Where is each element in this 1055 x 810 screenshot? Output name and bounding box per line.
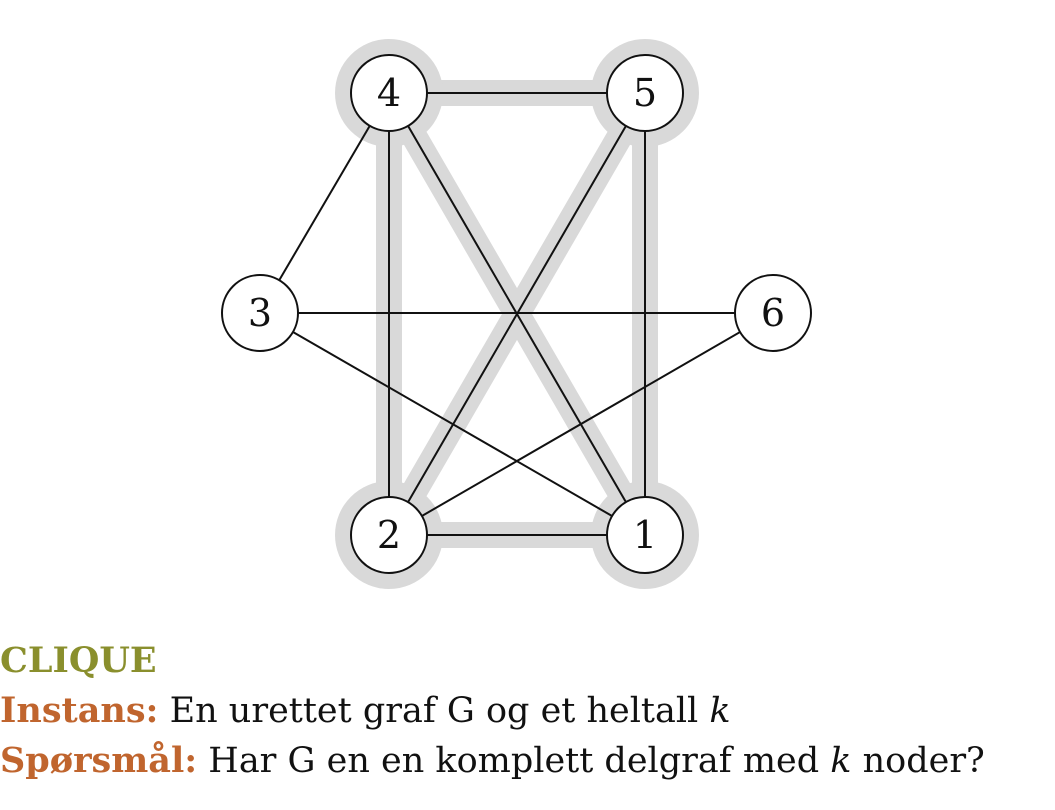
graph-diagram: 4 5 3 6 2 1 — [221, 39, 812, 589]
node-label-1: 1 — [633, 513, 657, 557]
sporsmal-line: Spørsmål: Har G en en komplett delgraf m… — [0, 736, 1055, 786]
node-2: 2 — [350, 496, 428, 574]
node-label-4: 4 — [377, 71, 401, 115]
problem-description: CLIQUE Instans: En urettet graf G og et … — [0, 636, 1055, 786]
sporsmal-label: Spørsmål: — [0, 740, 198, 781]
node-3: 3 — [221, 274, 299, 352]
nodes: 4 5 3 6 2 1 — [221, 54, 812, 574]
node-circle-1 — [606, 496, 684, 574]
sporsmal-text-start: Har G en en komplett delgraf med — [197, 741, 831, 781]
node-circle-5 — [606, 54, 684, 132]
instans-text: En urettet graf G og et heltall — [158, 691, 710, 731]
node-1: 1 — [606, 496, 684, 574]
instans-label: Instans: — [0, 690, 159, 731]
node-5: 5 — [606, 54, 684, 132]
node-circle-2 — [350, 496, 428, 574]
edge-4-3 — [259, 92, 390, 314]
sporsmal-variable: k — [830, 741, 852, 781]
node-circle-4 — [350, 54, 428, 132]
instans-variable: k — [709, 691, 731, 731]
edges — [259, 92, 774, 536]
sporsmal-text-end: noder? — [851, 741, 985, 781]
edge-2-6 — [388, 312, 774, 536]
node-6: 6 — [734, 274, 812, 352]
node-circle-3 — [221, 274, 299, 352]
node-label-6: 6 — [761, 291, 785, 335]
instans-line: Instans: En urettet graf G og et heltall… — [0, 686, 1055, 736]
edge-3-1 — [259, 312, 646, 536]
node-label-2: 2 — [377, 513, 401, 557]
problem-title: CLIQUE — [0, 640, 157, 681]
node-label-3: 3 — [248, 291, 272, 335]
node-4: 4 — [350, 54, 428, 132]
node-circle-6 — [734, 274, 812, 352]
node-label-5: 5 — [633, 71, 657, 115]
